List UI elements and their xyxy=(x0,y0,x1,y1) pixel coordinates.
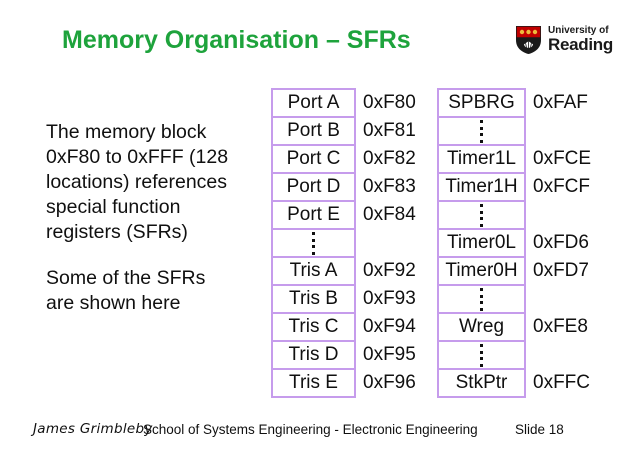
register-address: 0xF80 xyxy=(363,92,416,113)
register-address: 0xF93 xyxy=(363,288,416,309)
sfr-register-cell: SPBRG xyxy=(437,88,526,118)
register-address: 0xFD7 xyxy=(533,260,589,281)
register-address: 0xFCE xyxy=(533,148,592,169)
footer-author: James Grimbleby xyxy=(33,421,153,437)
vertical-ellipsis-icon xyxy=(480,119,483,143)
sfr-gap-cell xyxy=(437,116,526,146)
university-logo: University of Reading xyxy=(515,25,613,55)
sfr-table-high: SPBRG 0xFAF Timer1L 0xFCE Timer1H 0xFCF Timer0… xyxy=(437,88,597,398)
register-address: 0xF96 xyxy=(363,372,416,393)
register-name: Timer1H xyxy=(445,176,518,197)
sfr-register-cell: Port E xyxy=(271,200,356,230)
register-name: Port C xyxy=(286,148,341,169)
sfr-register-cell: Port B xyxy=(271,116,356,146)
sfr-register-cell: Timer1H xyxy=(437,172,526,202)
body-paragraph-1: The memory block 0xF80 to 0xFFF (128 loc… xyxy=(46,121,229,243)
register-name: Tris A xyxy=(289,260,338,281)
sfr-register-cell: Tris C xyxy=(271,312,356,342)
register-name: Port B xyxy=(287,120,340,141)
register-name: Tris B xyxy=(289,288,338,309)
register-name: SPBRG xyxy=(448,92,515,113)
register-address: 0xF83 xyxy=(363,176,416,197)
sfr-register-cell: Port A xyxy=(271,88,356,118)
register-name: Tris C xyxy=(288,316,339,337)
vertical-ellipsis-icon xyxy=(480,203,483,227)
register-address: 0xFAF xyxy=(533,92,588,113)
sfr-gap-cell xyxy=(437,340,526,370)
sfr-register-cell: StkPtr xyxy=(437,368,526,398)
register-address: 0xF82 xyxy=(363,148,416,169)
register-name: Tris E xyxy=(289,372,338,393)
vertical-ellipsis-icon xyxy=(480,287,483,311)
logo-reading: Reading xyxy=(548,35,613,54)
register-address: 0xFD6 xyxy=(533,232,589,253)
sfr-register-cell: Tris E xyxy=(271,368,356,398)
sfr-register-cell: Port C xyxy=(271,144,356,174)
sfr-gap-cell xyxy=(271,228,356,258)
sfr-register-cell: Tris D xyxy=(271,340,356,370)
footer-department: School of Systems Engineering - Electron… xyxy=(143,422,478,437)
register-name: Port E xyxy=(287,204,340,225)
university-logo-text: University of Reading xyxy=(548,25,613,53)
sfr-register-cell: Port D xyxy=(271,172,356,202)
logo-university-of: University of xyxy=(548,25,609,36)
body-paragraph-2: Some of the SFRs are shown here xyxy=(46,267,206,314)
footer-slide-number: Slide 18 xyxy=(515,422,564,437)
register-address: 0xFCF xyxy=(533,176,590,197)
register-address: 0xF84 xyxy=(363,204,416,225)
register-name: Port A xyxy=(287,92,340,113)
register-name: Timer0L xyxy=(447,232,516,253)
sfr-register-cell: Tris B xyxy=(271,284,356,314)
sfr-register-cell: Tris A xyxy=(271,256,356,286)
sfr-gap-cell xyxy=(437,200,526,230)
register-address: 0xF95 xyxy=(363,344,416,365)
vertical-ellipsis-icon xyxy=(480,343,483,367)
register-address: 0xFE8 xyxy=(533,316,588,337)
register-name: StkPtr xyxy=(455,372,508,393)
university-shield-icon xyxy=(516,26,541,54)
register-name: Port D xyxy=(286,176,341,197)
register-address: 0xF94 xyxy=(363,316,416,337)
slide-title: Memory Organisation – SFRs xyxy=(62,26,411,54)
sfr-register-cell: Timer0H xyxy=(437,256,526,286)
register-name: Wreg xyxy=(458,316,505,337)
sfr-register-cell: Timer0L xyxy=(437,228,526,258)
sfr-register-cell: Wreg xyxy=(437,312,526,342)
vertical-ellipsis-icon xyxy=(312,231,315,255)
register-address: 0xFFC xyxy=(533,372,590,393)
register-address: 0xF81 xyxy=(363,120,416,141)
register-name: Tris D xyxy=(288,344,339,365)
register-name: Timer1L xyxy=(447,148,516,169)
register-address: 0xF92 xyxy=(363,260,416,281)
sfr-register-cell: Timer1L xyxy=(437,144,526,174)
register-name: Timer0H xyxy=(445,260,518,281)
sfr-gap-cell xyxy=(437,284,526,314)
